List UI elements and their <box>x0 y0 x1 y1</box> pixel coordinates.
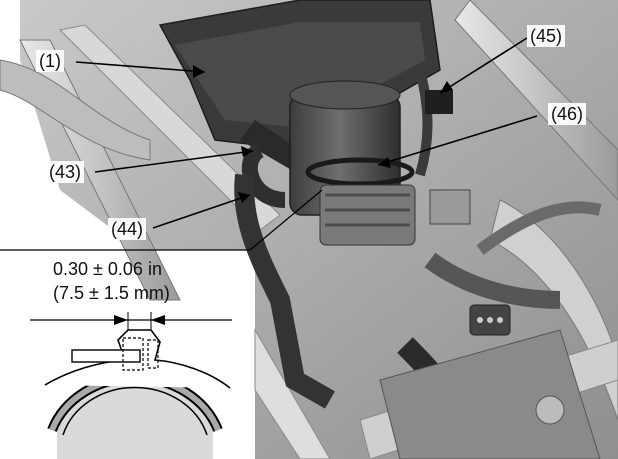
callout-1: (1) <box>36 50 64 72</box>
callout-43: (43) <box>46 161 85 183</box>
spec-imperial: 0.30 ± 0.06 in <box>53 259 162 279</box>
callout-44: (44) <box>108 218 147 240</box>
clamp-detail <box>30 312 232 459</box>
callout-45: (45) <box>527 25 566 47</box>
spec-metric: (7.5 ± 1.5 mm) <box>53 283 170 303</box>
callout-46: (46) <box>548 103 587 125</box>
leader-lines <box>0 37 538 251</box>
